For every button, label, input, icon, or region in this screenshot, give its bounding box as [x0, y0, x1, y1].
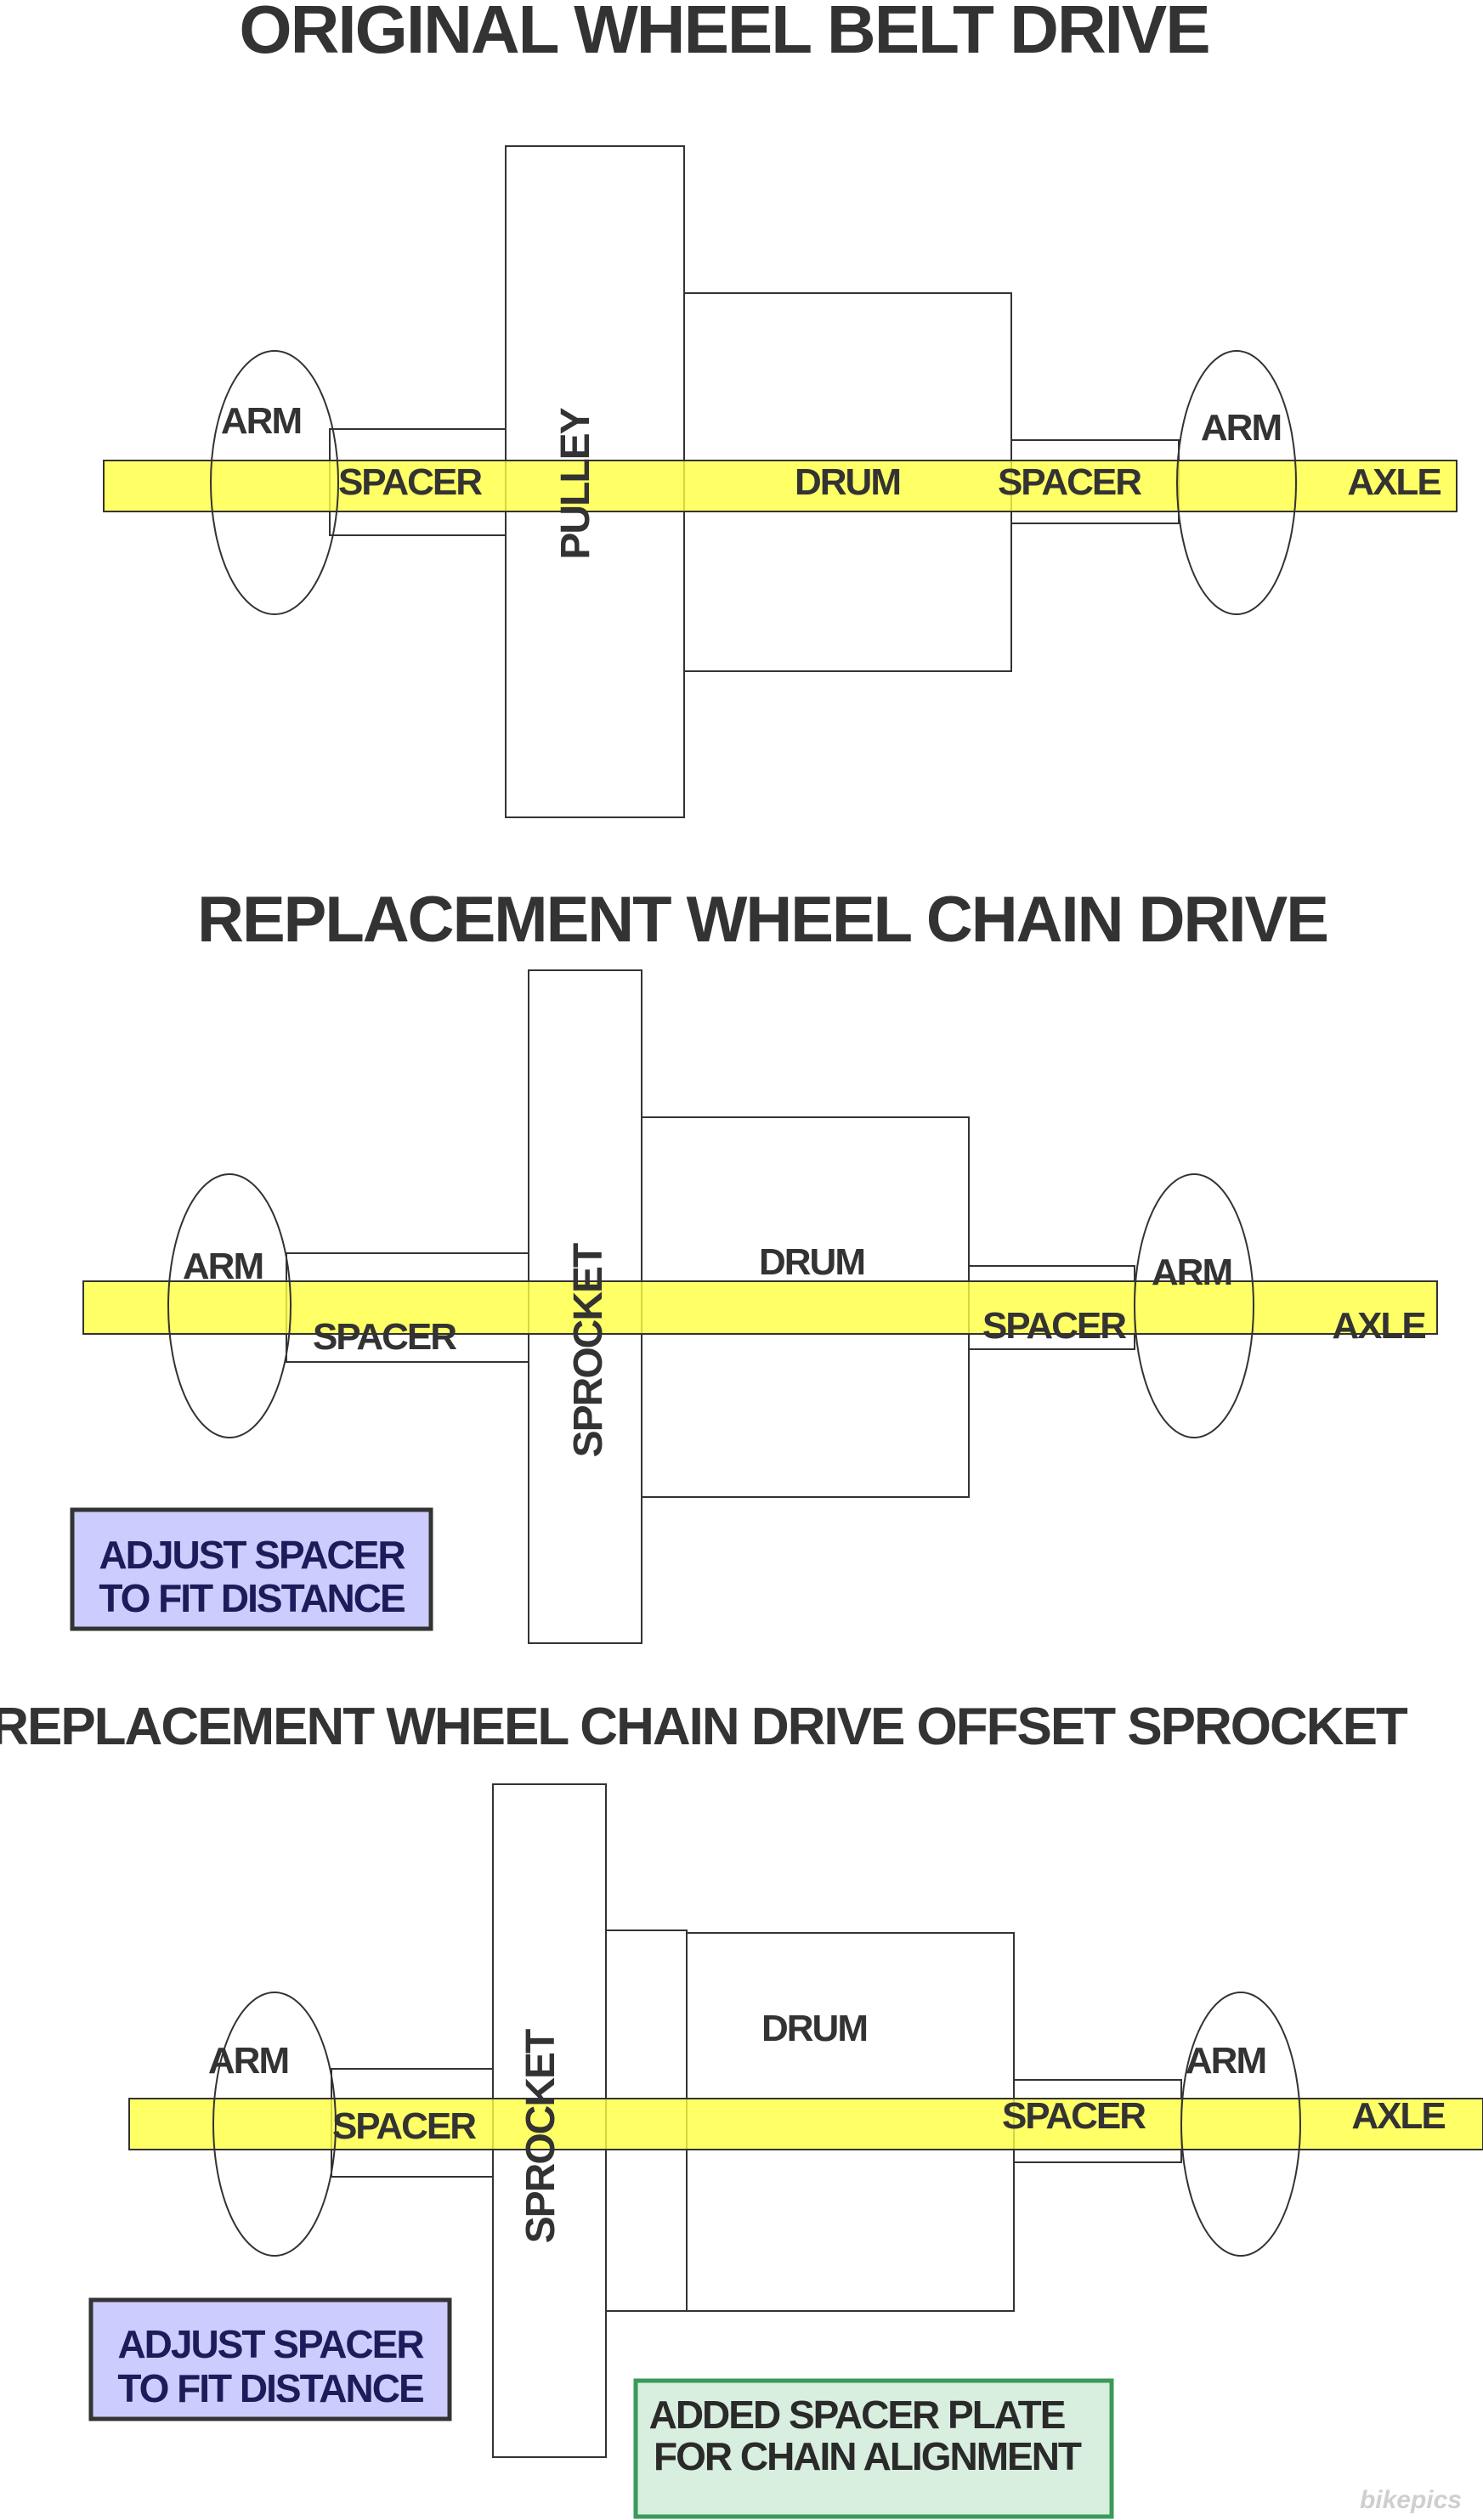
label-pulley: PULLEY	[553, 407, 598, 559]
diagram-original-belt-drive: ORIGINAL WHEEL BELT DRIVE ARM SPACER PUL…	[103, 0, 1458, 818]
label-spacer-right: SPACER	[982, 1305, 1126, 1347]
axle	[128, 2098, 1483, 2150]
label-sprocket: SPROCKET	[518, 2029, 563, 2243]
watermark-logo: bikepics	[1360, 2486, 1462, 2514]
label-axle: AXLE	[1351, 2095, 1445, 2137]
note-adjust-spacer: ADJUST SPACER TO FIT DISTANCE	[70, 1507, 433, 1631]
label-spacer-left: SPACER	[313, 1316, 456, 1358]
label-axle: AXLE	[1332, 1305, 1425, 1347]
diagram-replacement-chain-drive: REPLACEMENT WHEEL CHAIN DRIVE ARM SPACER…	[70, 884, 1438, 1644]
note-line-1: ADJUST SPACER	[99, 1533, 405, 1577]
label-arm-left: ARM	[183, 1246, 263, 1287]
note-adjust-spacer: ADJUST SPACER TO FIT DISTANCE	[88, 2297, 452, 2421]
title-replacement: REPLACEMENT WHEEL CHAIN DRIVE	[197, 884, 1327, 956]
plate-note-line-1: ADDED SPACER PLATE	[649, 2393, 1065, 2437]
label-drum: DRUM	[759, 1241, 864, 1283]
arm-left	[212, 1992, 337, 2257]
plate-note-box	[633, 2378, 1114, 2519]
note-line-1: ADJUST SPACER	[117, 2322, 424, 2366]
arm-right	[1134, 1173, 1254, 1438]
label-arm-left: ARM	[221, 400, 301, 442]
arm-right	[1176, 350, 1297, 615]
arm-left	[210, 350, 339, 615]
note-box	[88, 2297, 452, 2421]
axle	[103, 460, 1458, 512]
label-drum: DRUM	[761, 2008, 867, 2049]
label-arm-right: ARM	[1186, 2040, 1265, 2082]
note-line-2: TO FIT DISTANCE	[99, 1576, 405, 1620]
label-arm-right: ARM	[1201, 407, 1281, 449]
label-spacer-left: SPACER	[332, 2105, 476, 2147]
title-original: ORIGINAL WHEEL BELT DRIVE	[239, 0, 1208, 67]
arm-right	[1180, 1992, 1301, 2257]
label-arm-left: ARM	[208, 2040, 288, 2082]
label-sprocket: SPROCKET	[566, 1243, 611, 1457]
plate-note-line-2: FOR CHAIN ALIGNMENT	[654, 2434, 1082, 2478]
label-axle: AXLE	[1347, 461, 1441, 503]
label-spacer-right: SPACER	[998, 461, 1141, 503]
arm-left	[167, 1173, 292, 1438]
label-drum: DRUM	[795, 461, 900, 503]
axle	[82, 1280, 1438, 1335]
diagram-offset-sprocket: REPLACEMENT WHEEL CHAIN DRIVE OFFSET SPR…	[0, 1698, 1483, 2519]
title-offset-sprocket: REPLACEMENT WHEEL CHAIN DRIVE OFFSET SPR…	[0, 1698, 1408, 1756]
label-spacer-left: SPACER	[338, 461, 482, 503]
note-spacer-plate: ADDED SPACER PLATE FOR CHAIN ALIGNMENT	[633, 2378, 1114, 2519]
note-box	[70, 1507, 433, 1631]
label-spacer-right: SPACER	[1002, 2095, 1146, 2137]
note-line-2: TO FIT DISTANCE	[117, 2366, 423, 2410]
label-arm-right: ARM	[1152, 1252, 1231, 1293]
